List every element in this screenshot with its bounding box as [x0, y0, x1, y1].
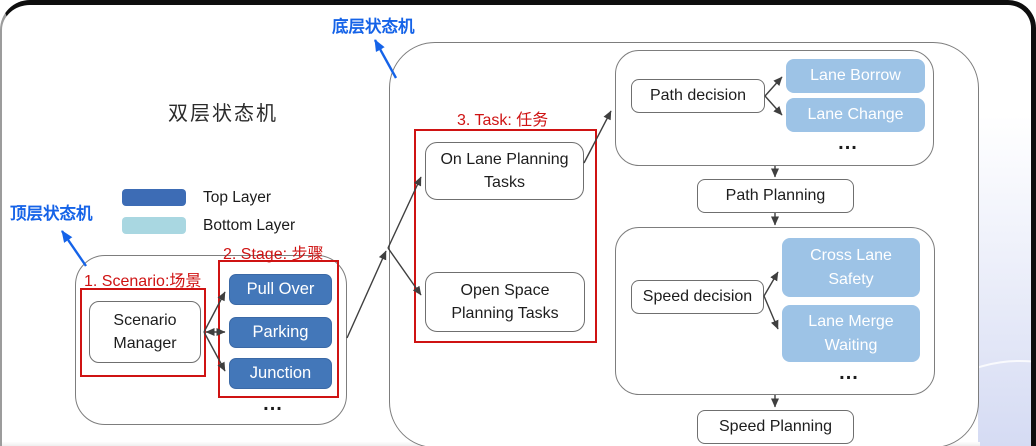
lane-borrow-node: Lane Borrow: [786, 59, 925, 93]
speed-planning-node: Speed Planning: [697, 410, 854, 444]
cross-lane-safety-label: Cross Lane Safety: [810, 246, 892, 288]
stage-node-parking: Parking: [229, 317, 332, 348]
decorative-arc: [978, 360, 1031, 446]
task-node-open-space-label: Open Space Planning Tasks: [451, 281, 559, 322]
legend-label-bottom-layer: Bottom Layer: [203, 217, 296, 234]
stage-highlight-box: [218, 260, 339, 398]
callout-bottom-layer-label: 底层状态机: [332, 18, 415, 36]
task-highlight-label: 3. Task: 任务: [457, 112, 549, 129]
task-node-on-lane: On Lane Planning Tasks: [425, 142, 584, 200]
legend-swatch-bottom-layer: [122, 217, 186, 234]
scenario-highlight-label: 1. Scenario:场景: [84, 273, 202, 290]
task-highlight-box: [414, 129, 597, 343]
task-node-open-space: Open Space Planning Tasks: [425, 272, 585, 332]
page-title: 双层状态机: [168, 103, 278, 125]
lane-merge-waiting-node: Lane Merge Waiting: [782, 305, 920, 362]
task-node-on-lane-label: On Lane Planning Tasks: [440, 150, 569, 191]
path-planning-node: Path Planning: [697, 179, 854, 213]
scenario-manager-node: Scenario Manager: [89, 301, 201, 363]
stage-node-pull-over: Pull Over: [229, 274, 332, 305]
cross-lane-safety-node: Cross Lane Safety: [782, 238, 920, 297]
legend-swatch-top-layer: [122, 189, 186, 206]
scenario-highlight-box: [80, 288, 206, 377]
path-more-dots: ...: [838, 132, 858, 154]
stage-node-junction: Junction: [229, 358, 332, 389]
stage-more-dots: ...: [263, 393, 283, 415]
callout-top-layer-label: 顶层状态机: [10, 205, 93, 223]
stage-highlight-label: 2. Stage: 步骤: [223, 246, 324, 263]
speed-more-dots: ...: [839, 362, 859, 384]
speed-decision-node: Speed decision: [631, 280, 764, 314]
right-gradient-strip: [978, 5, 1031, 446]
legend-label-top-layer: Top Layer: [203, 189, 272, 206]
path-decision-node: Path decision: [631, 79, 765, 113]
lane-change-node: Lane Change: [786, 98, 925, 132]
lane-merge-waiting-label: Lane Merge Waiting: [808, 312, 894, 354]
